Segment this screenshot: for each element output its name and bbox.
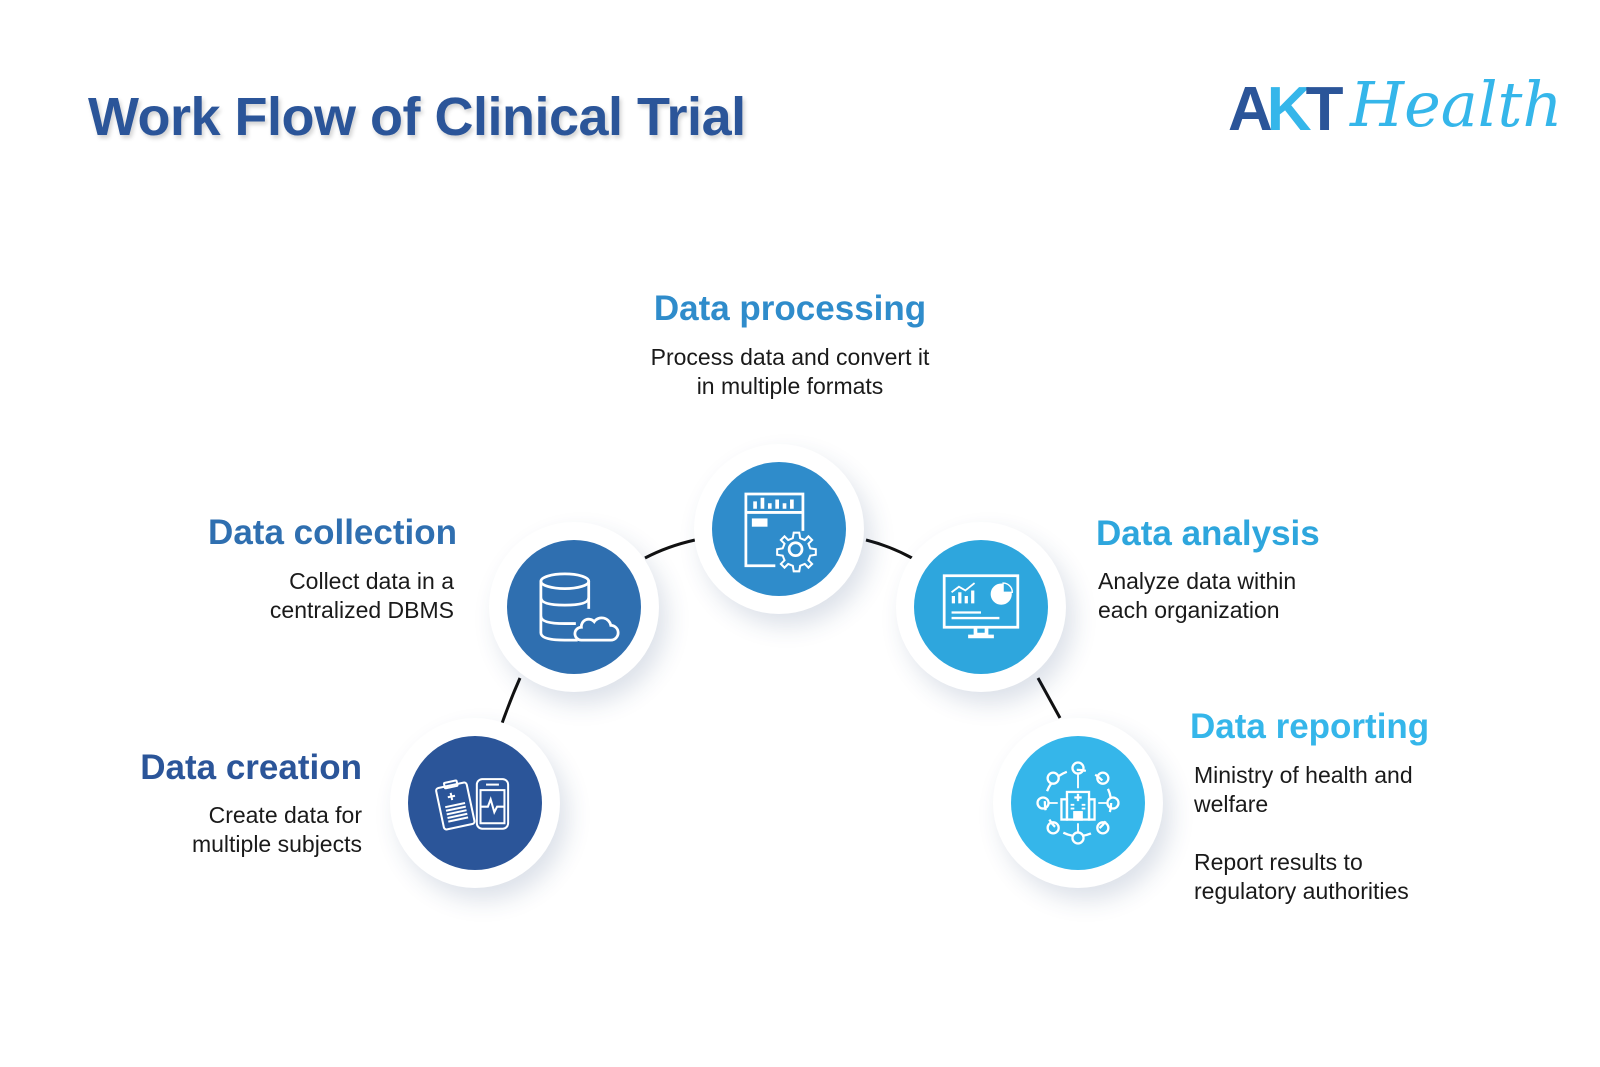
desc-line: multiple subjects [191,831,362,857]
step-desc-processing: Process data and convert it in multiple … [590,343,990,401]
logo-health-text: Health [1350,68,1563,141]
step-node-analysis [896,522,1066,692]
desc-line: each organization [1098,597,1280,623]
step-node-creation [390,718,560,888]
step-title-processing: Data processing [653,289,927,328]
logo-letter: T [1305,75,1344,144]
step-title-reporting: Data reporting [1190,707,1430,746]
document-gear-icon [744,492,817,573]
step-title-creation: Data creation [140,748,362,787]
desc-line: centralized DBMS [269,597,454,623]
desc-line: in multiple formats [696,373,884,399]
desc-line: Report results to [1194,849,1363,875]
clipboard-and-heart-monitor-icon [435,778,510,831]
page-title: Work Flow of Clinical Trial [88,87,746,147]
brand-logo: AKT Health [1228,68,1562,148]
step-desc-collection: Collect data in a centralized DBMS [270,567,454,625]
desc-line: welfare [1194,791,1269,817]
desc-line: Ministry of health and [1194,762,1413,788]
monitor-charts-icon [942,574,1020,639]
step-desc-reporting: Ministry of health and welfare Report re… [1194,761,1413,906]
logo-akt-letters: AKT [1228,75,1344,144]
desc-line: Collect data in a [289,568,454,594]
logo-letter: A [1228,75,1273,144]
logo-akt-text: AKT [1228,74,1344,145]
step-disc-creation [408,736,542,870]
connector-analysis-reporting [1036,677,1062,719]
connector-processing-analysis [865,538,913,560]
step-title-analysis: Data analysis [1096,514,1320,553]
step-node-reporting [993,718,1163,888]
desc-line: Create data for [208,802,362,828]
desc-line: regulatory authorities [1194,878,1409,904]
step-desc-creation: Create data for multiple subjects [192,801,362,859]
step-node-collection [489,522,659,692]
step-desc-analysis: Analyze data within each organization [1098,567,1296,625]
step-title-collection: Data collection [208,513,457,552]
step-node-processing [694,444,864,614]
step-disc-collection [507,540,641,674]
desc-line: Process data and convert it [650,344,930,370]
desc-line: Analyze data within [1098,568,1297,594]
step-disc-reporting [1011,736,1145,870]
connector-collection-processing [644,538,696,560]
step-disc-processing [712,462,846,596]
logo-letter: K [1266,75,1312,144]
step-disc-analysis [914,540,1048,674]
hospital-network-icon [1036,761,1120,845]
database-cloud-icon [539,572,620,642]
